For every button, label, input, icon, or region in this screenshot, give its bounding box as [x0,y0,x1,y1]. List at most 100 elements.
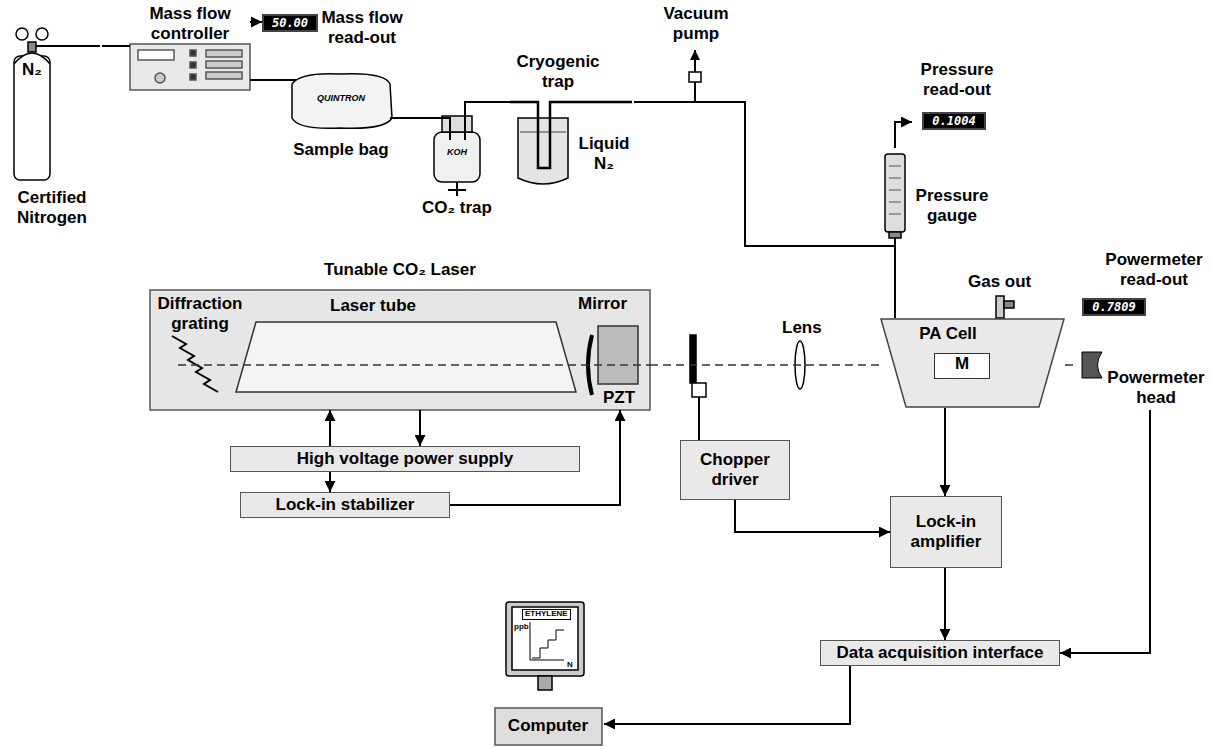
drawing-part [448,182,466,196]
connector-line [895,122,912,148]
drawing-part [530,622,564,660]
connector-line [735,500,890,532]
mass-flow-controller: Mass flow controller [130,4,250,92]
pa-cell: PA CellM [880,318,1065,408]
connector-line [634,102,895,318]
node-text: Pressure read-out [912,60,1002,99]
connector-line [397,117,420,119]
drawing-part [689,72,701,82]
drawing-part [698,397,700,440]
node-text: Tunable CO₂ Laser [290,260,510,280]
gas-cylinder: N₂Certified Nitrogen [4,26,102,230]
powermeter-head-symbol [1082,352,1102,378]
drawing-part [206,72,242,79]
drawing-part [512,607,578,670]
node-text: CO₂ trap [420,198,494,218]
node-text: 0.1004 [922,112,986,130]
drawing-part [434,132,480,182]
part-label: Laser tube [330,296,416,316]
drawing-part [292,74,392,129]
node-text: M [935,354,989,374]
drawing-part [285,80,397,118]
part-label: Vacuum pump [655,4,737,43]
drawing-part [889,166,901,214]
drawing-part [206,50,242,57]
connector-line [894,238,896,318]
connector-line [329,472,331,492]
drawing-part [598,326,638,384]
node-text: Certified Nitrogen [4,188,100,227]
drawing-part [130,44,250,90]
powermeter-readout: 0.7809Powermeter read-out [1078,250,1206,318]
drawing-part [36,45,100,47]
node-text: Pressure gauge [914,186,990,225]
part-label: ppb [514,623,529,632]
drawing-part [495,708,602,745]
connector-line [250,79,285,81]
connector-line [1060,410,1150,653]
sample-bag-drawing [285,74,397,129]
node-text: Data acquisition interface [837,643,1044,663]
connector-line [250,21,262,23]
part-label: PZT [603,388,635,408]
connector-line [944,408,946,496]
computer-drawing [495,602,602,745]
drawing-part [14,56,50,180]
pressure-readout: 0.1004 Pressure read-out [912,60,1012,132]
node-text: Liquid N₂ [576,134,632,173]
drawing-part [996,296,1004,318]
cryogenic-trap-drawing [510,102,632,184]
node-text: Chopper driver [687,450,783,489]
drawing-part [506,602,584,676]
drawing-part [190,74,196,80]
node-text: High voltage power supply [297,449,513,469]
amplifier-box: Lock-in amplifier [890,496,1002,568]
node-text: QUINTRON [303,94,379,104]
node-text: Cryogenic trap [510,52,606,91]
node-text: PA Cell [908,324,988,344]
drawing-part [236,322,576,392]
node-text: 0.7809 [1082,298,1146,316]
node-text: Mass flow controller [140,4,240,43]
drawing-part [532,630,564,658]
drawing-part [155,73,165,83]
part-label: Mirror [578,294,627,314]
laser-beam [1065,364,1078,366]
vacuum-line [689,50,701,102]
drawing-part [206,61,242,68]
chopper-driver-box: Chopper driver [680,440,790,500]
node-text: Mass flow read-out [320,8,404,47]
daq-box: Data acquisition interface [820,640,1060,666]
drawing-part [138,50,174,60]
microphone: M [934,353,990,379]
connector-line [604,666,850,724]
node-text: Powermeter head [1106,368,1206,407]
gas-outlet [996,296,1014,318]
co2-trap-drawing [420,112,480,196]
node-text: Sample bag [291,140,391,160]
node-text: KOH [442,148,472,158]
connector-line [419,410,421,446]
drawing-part [190,50,196,56]
drawing-part [28,42,36,52]
pressure-gauge: Pressure gauge [878,148,992,238]
drawing-part [178,364,650,366]
mass-flow-readout: 50.00Mass flow read-out [262,8,406,49]
drawing-part [420,112,465,140]
connector-line [944,568,946,640]
mass-flow-controller-drawing [130,44,250,90]
connector-line [465,102,510,112]
drawing-part [36,28,48,40]
connector-line [102,45,130,47]
drawing-part [885,154,905,232]
drawing-part [690,335,696,383]
node-text: Lock-in amplifier [897,512,995,551]
drawing-part [150,290,650,410]
pressure-gauge-drawing [885,154,905,238]
chopper-blade [690,335,706,440]
node-text: Lock-in stabilizer [276,495,415,515]
drawing-part [889,232,901,238]
gas-cylinder-drawing [14,28,100,180]
laser-housing: Tunable CO₂ Laser [150,260,650,410]
